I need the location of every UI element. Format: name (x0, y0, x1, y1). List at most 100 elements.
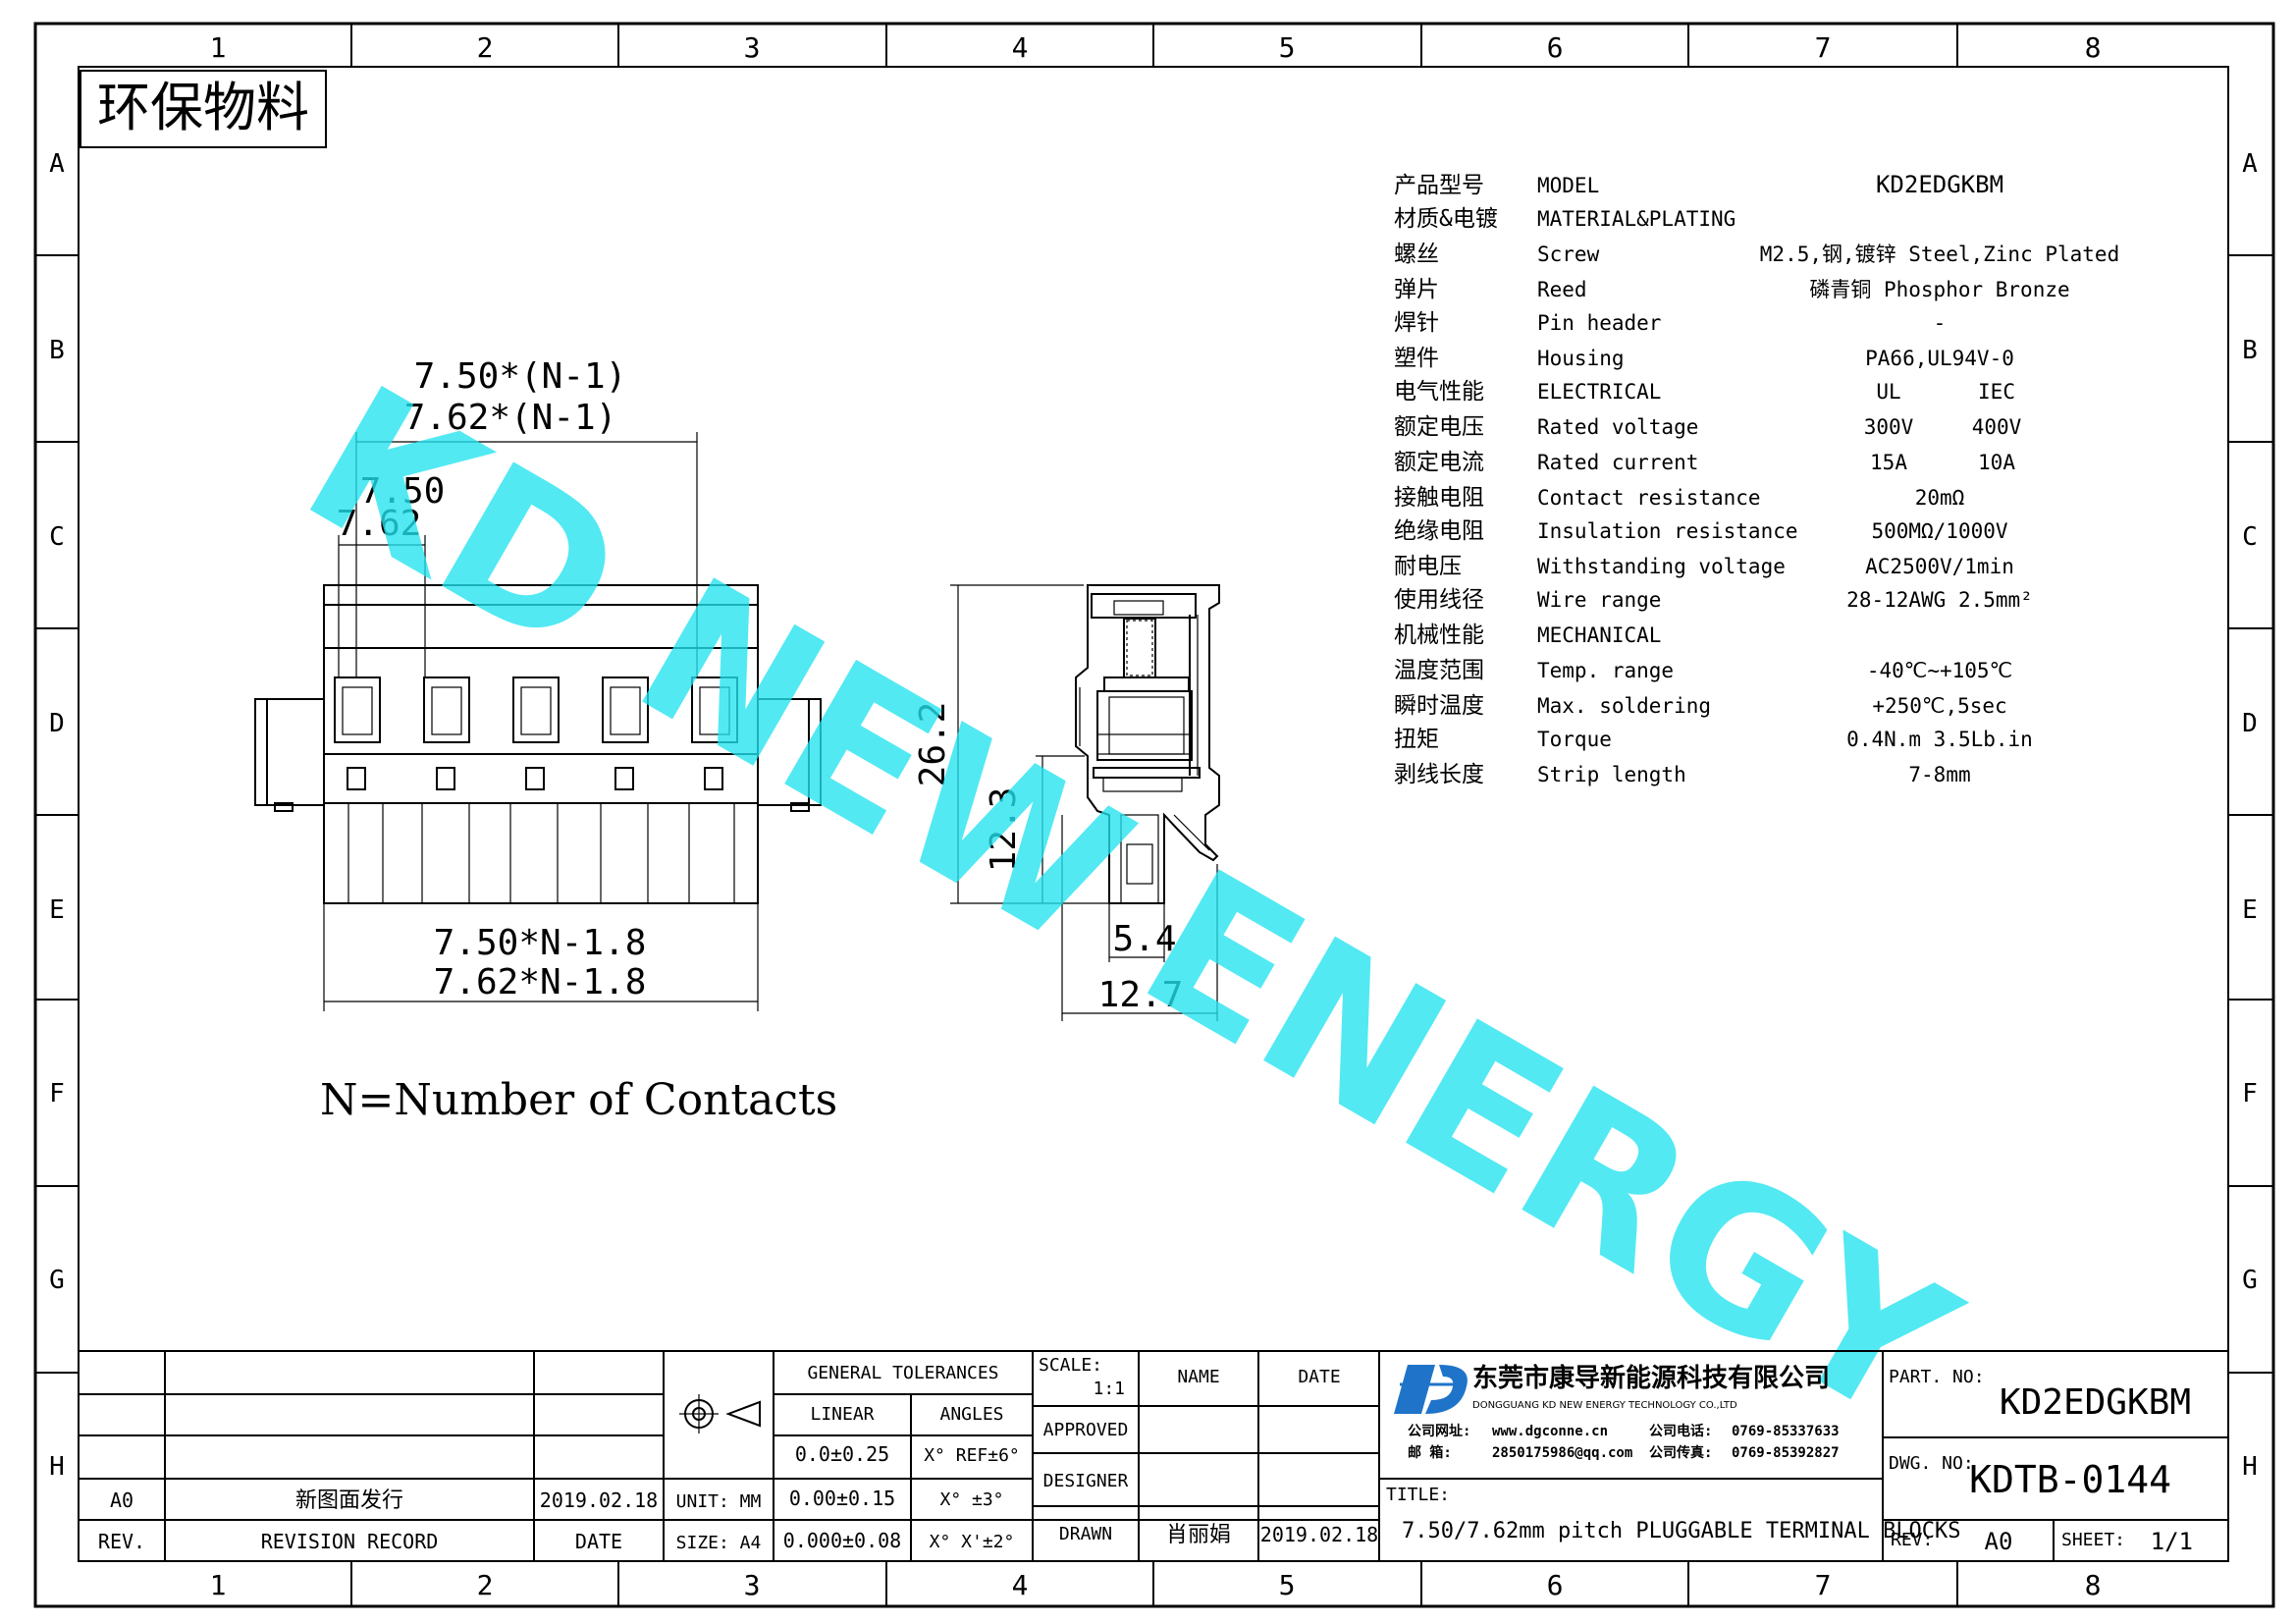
side-view (1075, 584, 1220, 904)
spec-label-en: Withstanding voltage (1537, 555, 1786, 578)
spec-label-cn: 弹片 (1394, 277, 1439, 302)
front-view (254, 584, 822, 904)
spec-label-cn: 额定电压 (1394, 414, 1484, 440)
col-label: 2 (477, 31, 494, 64)
row-label: G (49, 1266, 65, 1295)
web-label: 公司网址: (1408, 1423, 1470, 1439)
row-label: H (2242, 1452, 2258, 1482)
spec-label-en: Insulation resistance (1537, 519, 1798, 543)
spec-label-en: ELECTRICAL (1537, 380, 1661, 404)
col-label: 6 (1547, 31, 1564, 64)
spec-value: - (1934, 311, 1947, 335)
spec-value: +250℃,5sec (1872, 694, 2006, 718)
drawn-name: 肖丽娟 (1166, 1523, 1231, 1547)
spec-label-cn: 螺丝 (1394, 242, 1439, 267)
row-label: C (49, 522, 65, 552)
spec-value: 磷青铜 Phosphor Bronze (1809, 278, 2069, 301)
spec-label-en: MECHANICAL (1537, 623, 1661, 647)
spec-label-en: Rated voltage (1537, 415, 1698, 439)
spec-value: M2.5,钢,镀锌 Steel,Zinc Plated (1760, 243, 2119, 266)
drawn-label: DRAWN (1059, 1524, 1112, 1544)
spec-value-iec: 400V (1972, 415, 2022, 439)
watermark: KD NEW ENERGY (271, 344, 1989, 1468)
name-label: NAME (1177, 1367, 1219, 1387)
dwg-no: KDTB-0144 (1969, 1458, 2171, 1501)
spec-value: 20mΩ (1915, 486, 1965, 510)
spec-label-cn: 耐电压 (1394, 554, 1462, 579)
col-label: 1 (210, 31, 227, 64)
row-label: H (49, 1452, 65, 1482)
front-dimensions (323, 432, 759, 1011)
drawing-title: 7.50/7.62mm pitch PLUGGABLE TERMINAL BLO… (1402, 1519, 1961, 1543)
spec-label-en: Strip length (1537, 763, 1686, 786)
rev-label: REV. (98, 1530, 145, 1553)
phone-value: 0769-85337633 (1732, 1424, 1840, 1439)
dim-width-total: 12.7 (1098, 975, 1184, 1015)
spec-label-cn: 接触电阻 (1394, 485, 1484, 511)
spec-label-en: Temp. range (1537, 659, 1674, 682)
col-label: 4 (1012, 31, 1029, 64)
spec-value: AC2500V/1min (1865, 555, 2014, 578)
spec-value-ul: 15A (1870, 451, 1907, 474)
dim-pitch-1: 7.50 (360, 471, 446, 512)
dim-width-pin: 5.4 (1112, 919, 1176, 959)
sheet-label: SHEET: (2061, 1530, 2125, 1550)
spec-label-en: Max. soldering (1537, 694, 1711, 718)
spec-label-en: Torque (1537, 728, 1612, 751)
spec-label-en: Screw (1537, 243, 1600, 266)
eco-label-box: 环保物料 (80, 70, 327, 148)
spec-label-cn: 产品型号 (1394, 173, 1484, 198)
row-label: E (2242, 895, 2258, 925)
angles-label: ANGLES (939, 1404, 1003, 1425)
spec-label-cn: 材质&电镀 (1394, 206, 1498, 232)
row-label: B (49, 336, 65, 365)
part-no-label: PART. NO: (1889, 1367, 1985, 1387)
row-label: E (49, 895, 65, 925)
general-tolerances: GENERAL TOLERANCES (807, 1363, 998, 1383)
col-label: 6 (1547, 1569, 1564, 1601)
dim-top-overall-1: 7.50*(N-1) (414, 356, 627, 397)
spec-label-cn: 温度范围 (1394, 658, 1484, 683)
dwg-no-label: DWG. NO: (1889, 1453, 1974, 1474)
scale-value: 1:1 (1093, 1379, 1125, 1399)
rev-date: 2019.02.18 (540, 1488, 658, 1512)
spec-value: 500MΩ/1000V (1871, 519, 2007, 543)
projection-symbol-icon (679, 1394, 761, 1434)
dim-height-total: 26.2 (913, 702, 953, 787)
unit-label: UNIT: MM (676, 1491, 762, 1512)
spec-label-cn: 电气性能 (1394, 379, 1484, 405)
spec-label-en: Housing (1537, 347, 1625, 370)
spec-label-cn: 瞬时温度 (1394, 693, 1484, 719)
spec-value: 0.4N.m 3.5Lb.in (1846, 728, 2033, 751)
col-label: 7 (1815, 1569, 1832, 1601)
angle-tol-2: X° ±3° (939, 1489, 1003, 1510)
row-label: F (2242, 1079, 2258, 1109)
linear-tol-2: 0.00±0.15 (789, 1487, 895, 1510)
spec-value-ul: 300V (1864, 415, 1914, 439)
date-label: DATE (575, 1530, 622, 1553)
company-logo-icon (1394, 1365, 1468, 1414)
spec-value-ul: UL (1876, 380, 1900, 404)
row-label: B (2242, 336, 2258, 365)
phone-label: 公司电话: (1649, 1423, 1712, 1439)
row-label: C (2242, 522, 2258, 552)
col-label: 3 (744, 1569, 761, 1601)
spec-label-cn: 额定电流 (1394, 450, 1484, 475)
spec-label-en: MATERIAL&PLATING (1537, 207, 1735, 231)
spec-value-iec: IEC (1978, 380, 2015, 404)
date-col-label: DATE (1298, 1367, 1340, 1387)
spec-label-cn: 焊针 (1394, 310, 1439, 336)
col-label: 8 (2085, 31, 2102, 64)
spec-value: 7-8mm (1908, 763, 1970, 786)
row-label: D (49, 709, 65, 738)
size-label: SIZE: A4 (676, 1533, 762, 1553)
rev-desc: 新图面发行 (295, 1488, 403, 1513)
dim-height-lower: 12.3 (984, 787, 1024, 873)
rev-code: A0 (110, 1488, 133, 1512)
spec-value: PA66,UL94V-0 (1865, 347, 2014, 370)
email-label: 邮 箱: (1408, 1444, 1452, 1461)
fax-label: 公司传真: (1649, 1444, 1712, 1461)
angle-tol-1: X° REF±6° (924, 1445, 1020, 1466)
spec-label-en: Contact resistance (1537, 486, 1761, 510)
col-label: 5 (1279, 31, 1296, 64)
